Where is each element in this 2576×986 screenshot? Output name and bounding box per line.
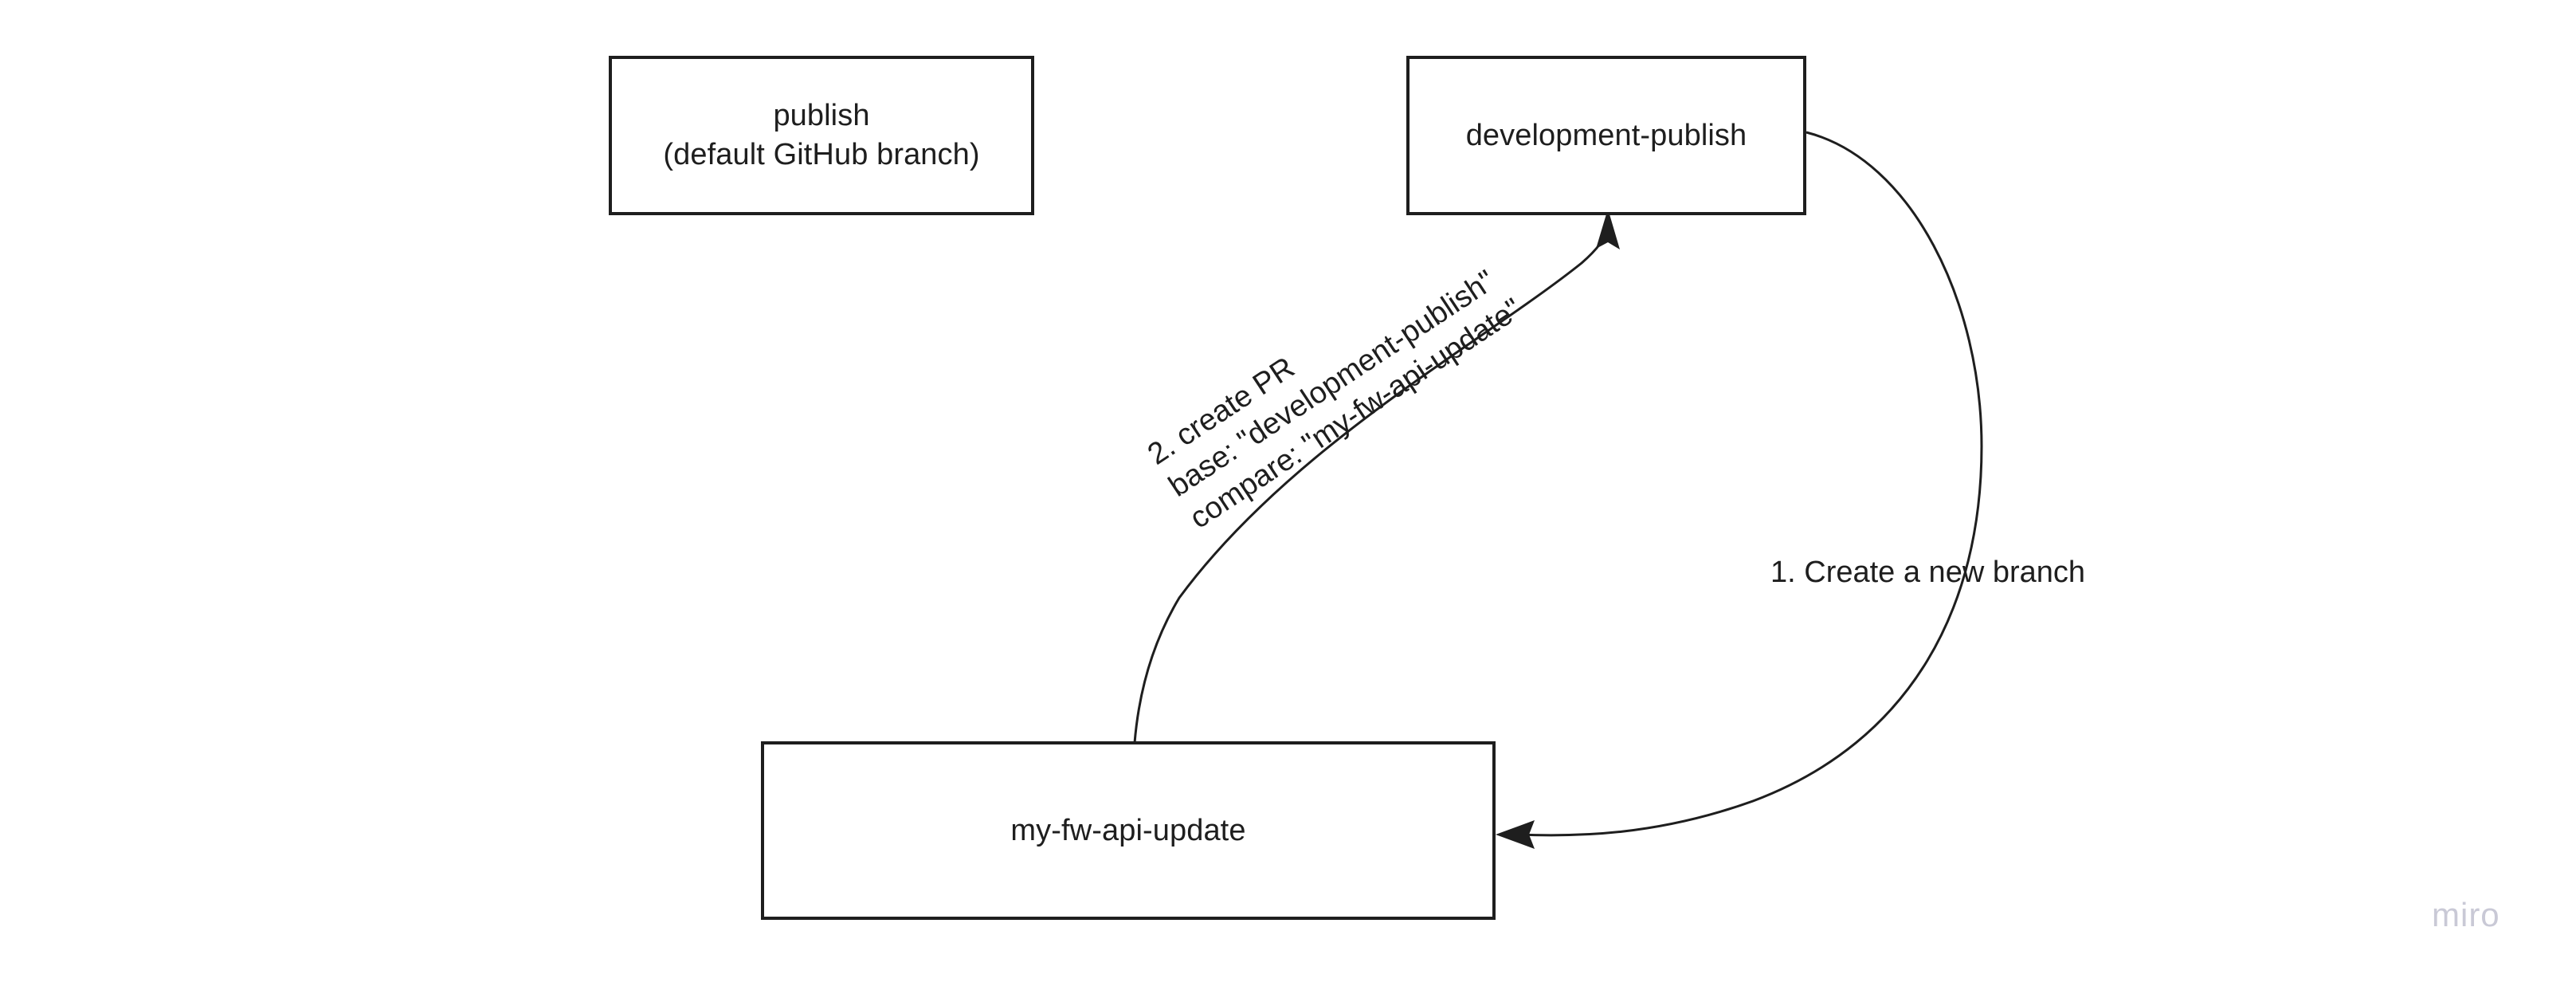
edge-label-create-pr: 2. create PR base: "development-publish"…	[1142, 264, 1528, 536]
node-publish[interactable]: publish (default GitHub branch)	[609, 56, 1034, 215]
edge-create-branch-arrowhead	[1496, 820, 1535, 849]
miro-watermark: miro	[2432, 896, 2500, 933]
node-publish-label: publish (default GitHub branch)	[663, 99, 980, 171]
node-my-fw-api-update-label: my-fw-api-update	[1010, 813, 1246, 847]
edge-create-branch[interactable]	[1496, 131, 1983, 849]
node-development-publish-label: development-publish	[1465, 118, 1747, 152]
node-my-fw-api-update[interactable]: my-fw-api-update	[761, 741, 1496, 920]
edge-label-create-branch: 1. Create a new branch	[1770, 556, 2086, 589]
edge-create-branch-path	[1517, 131, 1983, 837]
node-development-publish[interactable]: development-publish	[1406, 56, 1806, 215]
